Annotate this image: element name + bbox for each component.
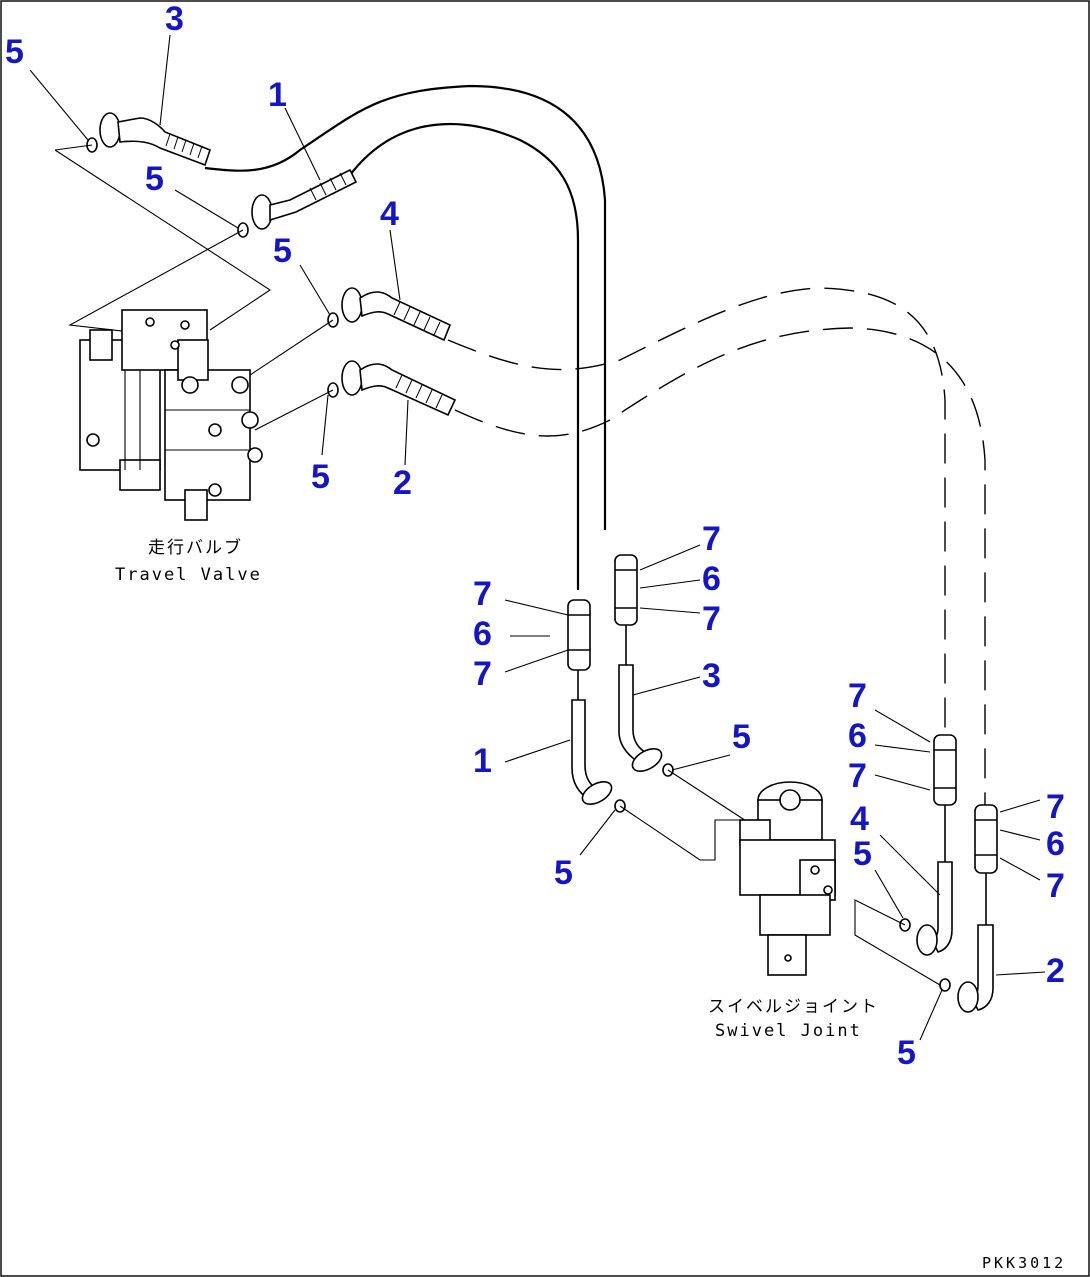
callout-7: 7 (1046, 867, 1065, 905)
callout-2: 2 (393, 464, 412, 502)
flange-1 (251, 168, 358, 230)
callout-6: 6 (473, 615, 492, 653)
swivel-joint-label-en: Swivel Joint (715, 1021, 862, 1041)
callout-1: 1 (268, 76, 287, 114)
hose-1-lower (567, 599, 626, 813)
callout-7: 7 (702, 520, 721, 558)
callout-3: 3 (702, 657, 721, 695)
callout-5: 5 (897, 1034, 916, 1072)
callout-7: 7 (848, 757, 867, 795)
callout-1: 1 (473, 742, 492, 780)
callout-6: 6 (702, 560, 721, 598)
callout-7: 7 (473, 655, 492, 693)
callout-3: 3 (165, 0, 184, 38)
callout-7: 7 (848, 677, 867, 715)
leader-lines (29, 34, 1046, 1041)
hose-3-lower (614, 554, 674, 777)
swivel-joint-label-jp: スイベルジョイント (708, 997, 879, 1017)
hose-2-lower (939, 804, 998, 1013)
swivel-joint-body (619, 769, 941, 986)
flange-4 (341, 287, 452, 342)
callout-5: 5 (145, 160, 164, 198)
callout-5: 5 (554, 854, 573, 892)
component-labels: 走行バルブ Travel Valve スイベルジョイント Swivel Join… (115, 537, 1066, 1272)
callout-6: 6 (1046, 825, 1065, 863)
hose-2-and-4-upper (447, 287, 986, 805)
callout-5: 5 (311, 458, 330, 496)
callout-5: 5 (273, 232, 292, 270)
callout-7: 7 (1046, 788, 1065, 826)
callout-6: 6 (848, 717, 867, 755)
callout-5: 5 (5, 33, 24, 71)
travel-valve-label-jp: 走行バルブ (148, 537, 243, 558)
travel-valve-body (54, 144, 334, 521)
travel-valve-label-en: Travel Valve (115, 565, 262, 585)
callout-5: 5 (732, 718, 751, 756)
callout-7: 7 (702, 600, 721, 638)
callout-5: 5 (853, 835, 872, 873)
callout-numbers: 5 3 1 5 4 5 5 2 7 6 7 7 6 7 3 5 1 5 7 6 … (5, 0, 1065, 1072)
travel-valve-fittings (86, 112, 457, 417)
flange-2 (341, 360, 457, 417)
flange-3 (99, 112, 211, 167)
callout-4: 4 (380, 195, 399, 233)
callout-2: 2 (1046, 952, 1065, 990)
hose-4-lower (899, 734, 957, 956)
drawing-code: PKK3012 (982, 1254, 1066, 1272)
callout-4: 4 (850, 800, 869, 838)
hose-1-upper (204, 84, 607, 590)
callout-7: 7 (473, 575, 492, 613)
swivel-side-fittings (567, 554, 998, 1013)
